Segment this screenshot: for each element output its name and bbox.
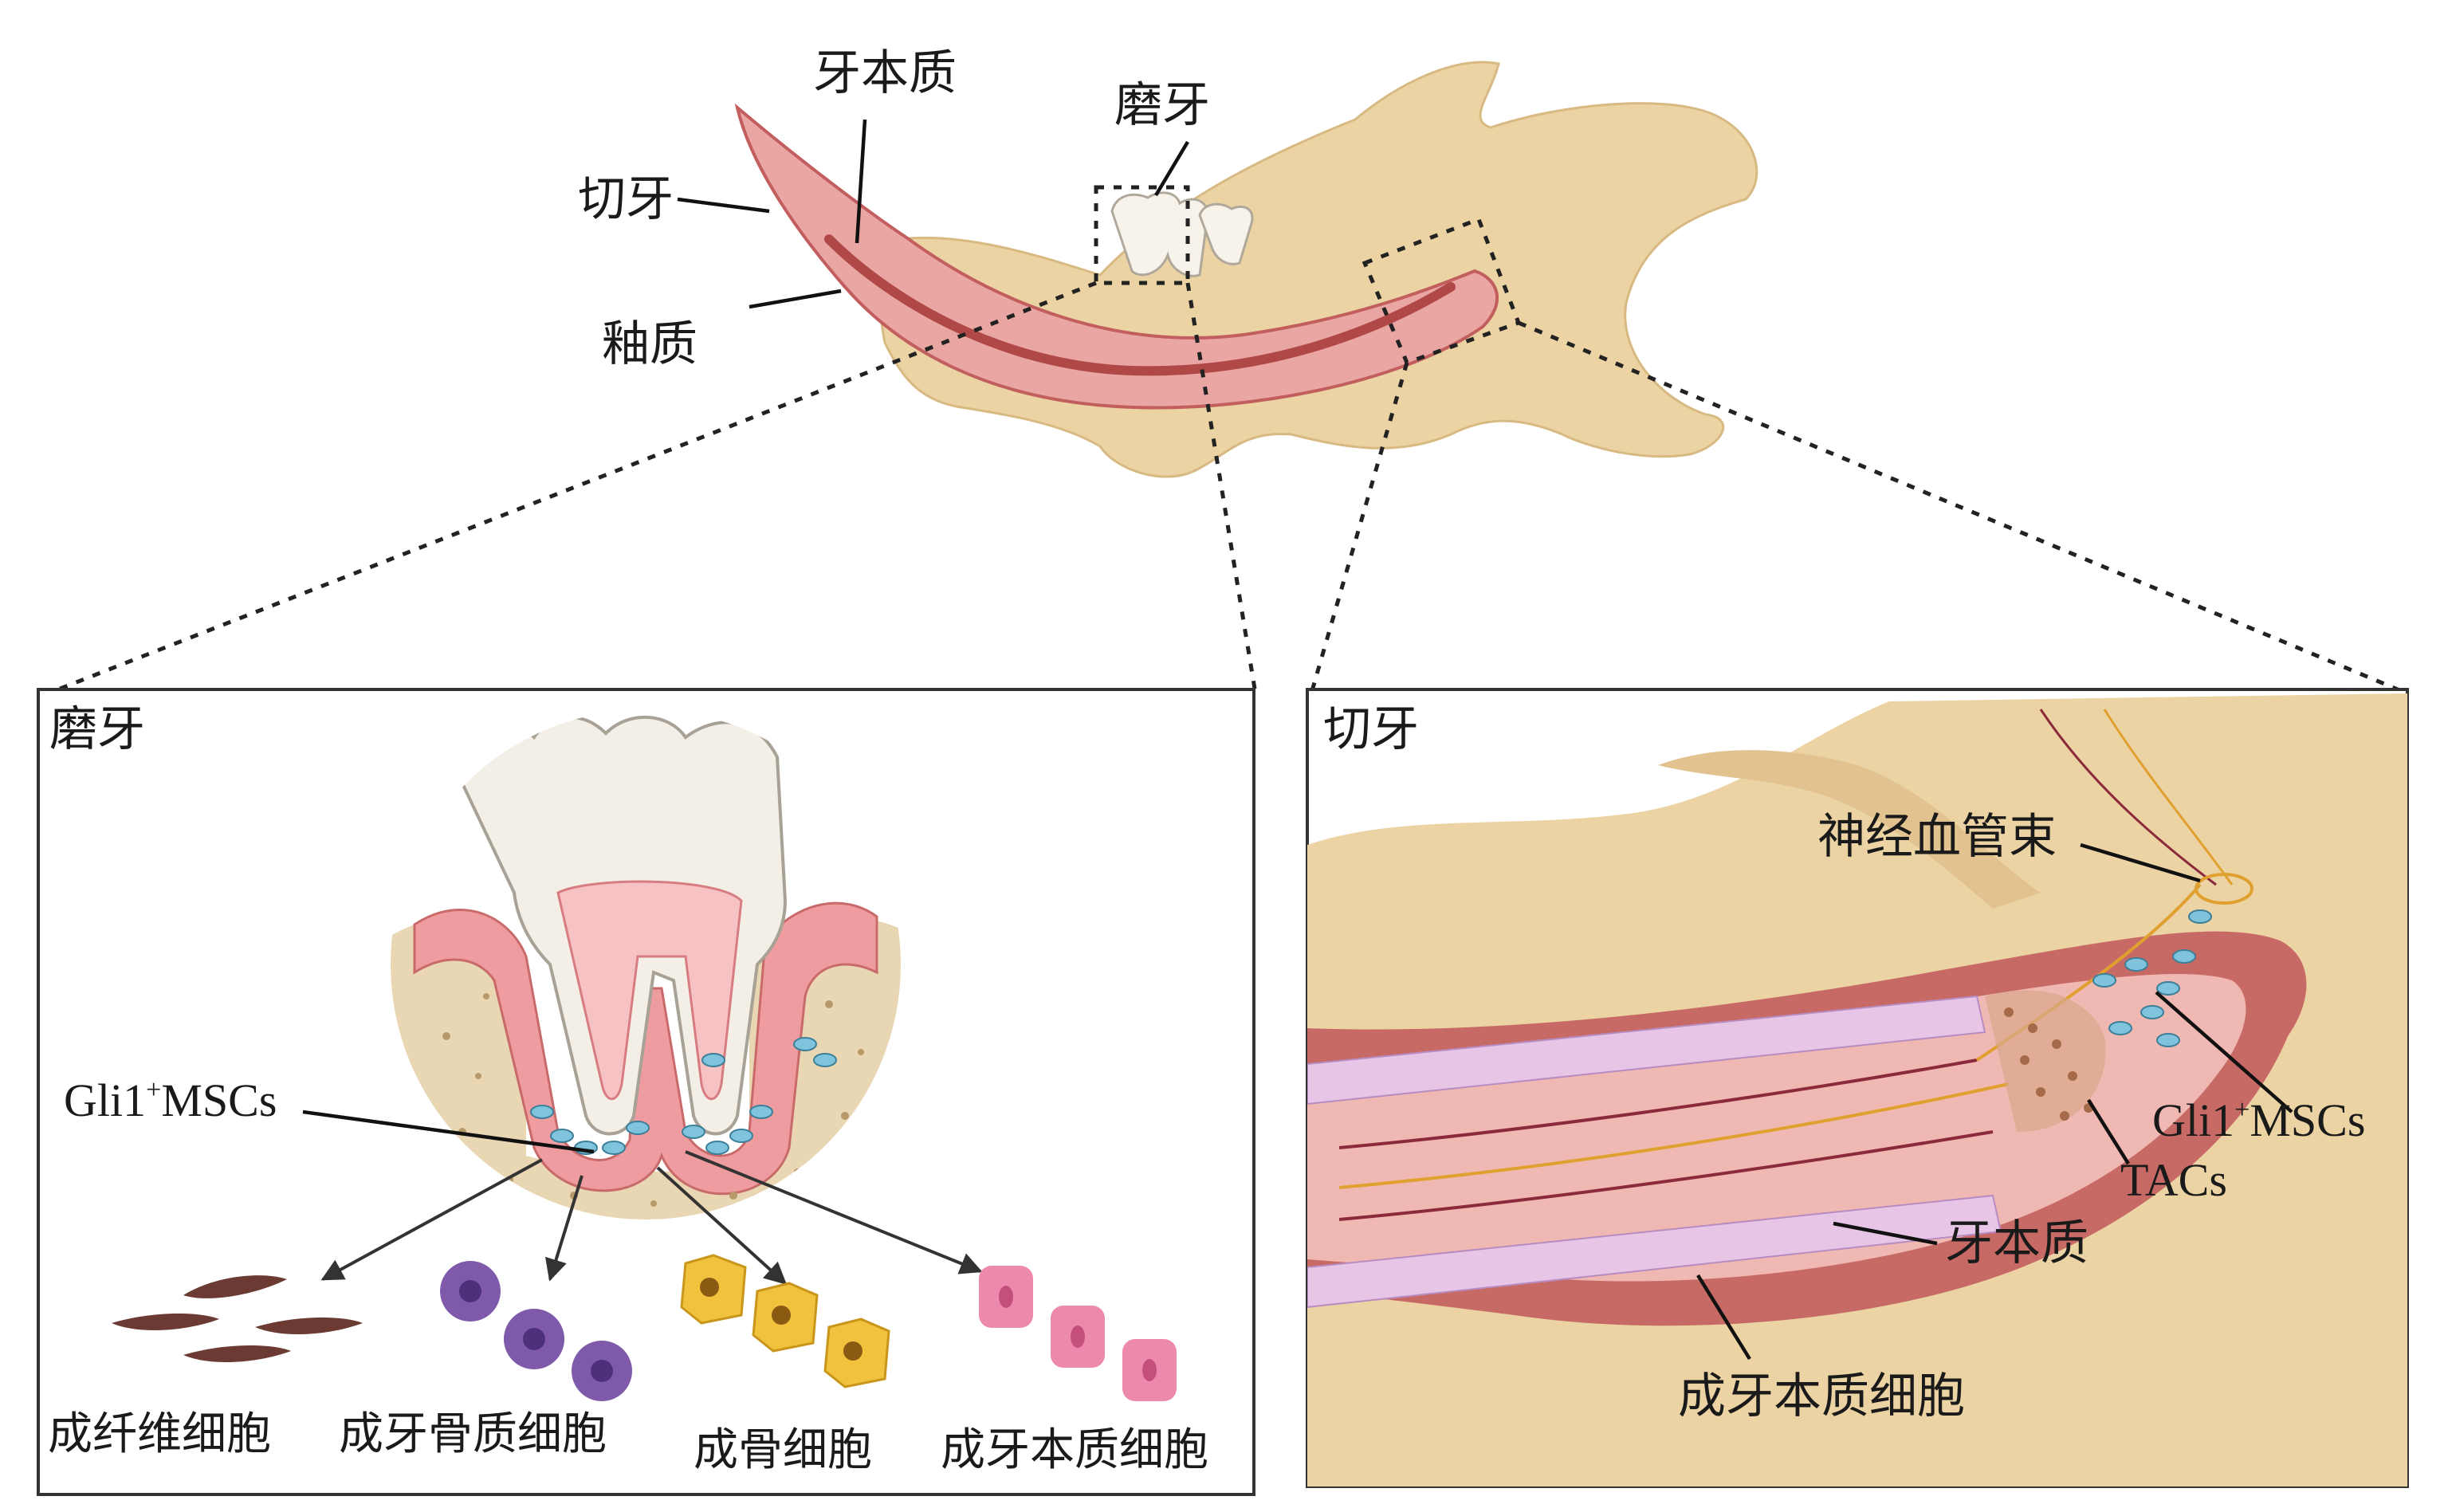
incisor-panel-title: 切牙 bbox=[1323, 701, 1419, 757]
molar-panel-title: 磨牙 bbox=[49, 701, 145, 757]
molar-gli1-label: Gli1+MSCs bbox=[64, 1074, 277, 1126]
molar-panel: 磨牙 bbox=[37, 688, 1255, 1496]
cell-label-cementoblast: 成牙骨质细胞 bbox=[339, 1408, 607, 1460]
cell-label-odontoblast: 成牙本质细胞 bbox=[941, 1424, 1208, 1476]
molar-zoom-box bbox=[1094, 185, 1190, 285]
nvb-label: 神经血管束 bbox=[1817, 809, 2057, 865]
incisor-pulp bbox=[824, 234, 1456, 376]
top-enamel-label: 釉质 bbox=[602, 316, 697, 372]
cell-label-fibroblast: 成纤维细胞 bbox=[48, 1408, 271, 1460]
fibroblast-cells bbox=[112, 1275, 363, 1363]
molar-teeth bbox=[1110, 191, 1254, 277]
cell-label-osteoblast: 成骨细胞 bbox=[694, 1424, 872, 1476]
tacs-label: TACs bbox=[2120, 1154, 2227, 1206]
odontoblast-cells bbox=[979, 1266, 1177, 1401]
top-incisor-label: 切牙 bbox=[578, 171, 674, 227]
mandible-overview: 牙本质 磨牙 切牙 釉质 bbox=[47, 45, 2408, 696]
incisor-tooth bbox=[734, 103, 1499, 410]
incisor-gli1-label: Gli1+MSCs bbox=[2152, 1094, 2365, 1146]
incisor-odontoblast-label: 成牙本质细胞 bbox=[1678, 1369, 1965, 1424]
incisor-panel: 切牙 神经血管束 Gli1+MSCs TACs 牙本质 成牙本质细胞 bbox=[1306, 688, 2409, 1488]
osteoblast-cells bbox=[680, 1254, 890, 1388]
top-molar-label: 磨牙 bbox=[1114, 77, 1210, 133]
mandible-bone bbox=[878, 61, 1758, 478]
incisor-dentin-label: 牙本质 bbox=[1945, 1215, 2088, 1271]
molar-cross-section bbox=[391, 709, 901, 1219]
cementoblast-cells bbox=[440, 1261, 632, 1401]
top-dentin-label: 牙本质 bbox=[813, 45, 957, 101]
